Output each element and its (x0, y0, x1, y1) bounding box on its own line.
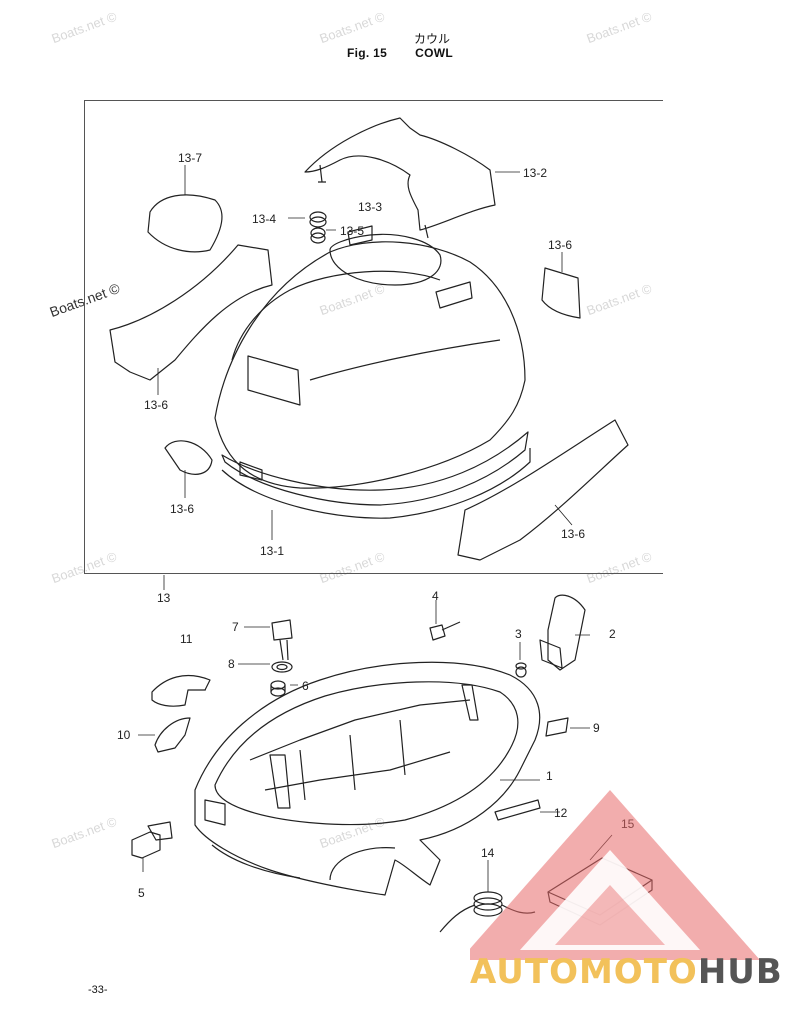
part-2-bracket (547, 594, 586, 671)
part-11-decal (151, 674, 211, 707)
callout-10: 10 (117, 728, 131, 742)
part-13-6-decal-small (164, 440, 213, 475)
part-9-pad (545, 717, 569, 737)
callout-13-7: 13-7 (178, 151, 203, 165)
callout-13-6: 13-6 (144, 398, 169, 412)
callout-14: 14 (481, 846, 495, 860)
part-10-decal (154, 717, 191, 753)
page-number: -33- (88, 984, 108, 996)
part-13-1-top-cowl (214, 241, 526, 489)
callout-4: 4 (432, 589, 439, 603)
part-7-bolt (271, 619, 293, 661)
callout-2: 2 (609, 627, 616, 641)
callout-13-6: 13-6 (548, 238, 573, 252)
logo-text: AUTOMOTOHUB (470, 952, 783, 992)
figure-number: Fig. 15 (347, 46, 388, 60)
callout-9: 9 (593, 721, 600, 735)
japanese-title: カウル (413, 32, 450, 46)
callout-13-3: 13-3 (358, 200, 383, 214)
callout-13-6: 13-6 (170, 502, 195, 516)
callout-6: 6 (302, 679, 309, 693)
part-13-5-grommet (310, 227, 326, 239)
callout-12: 12 (554, 806, 568, 820)
figure-title: COWL (415, 46, 453, 60)
part-5-plug (131, 831, 161, 859)
callout-1: 1 (546, 769, 553, 783)
part-13-6-decal-right-small (541, 267, 581, 319)
part-13-6-decal-right (457, 419, 629, 561)
logo-text-hub: HUB (697, 952, 783, 992)
part-3-bushing (515, 666, 527, 678)
part-13-2-cover (304, 117, 496, 231)
callout-13: 13 (157, 591, 171, 605)
automotohub-logo (470, 790, 760, 960)
callout-8: 8 (228, 657, 235, 671)
part-4-bolt (429, 621, 461, 641)
callout-5: 5 (138, 886, 145, 900)
callout-13-2: 13-2 (523, 166, 548, 180)
callout-11: 11 (180, 632, 193, 646)
figure-caption: Fig. 15 COWL (0, 46, 800, 60)
callout-13-4: 13-4 (252, 212, 277, 226)
logo-text-automoto: AUTOMOTO (470, 952, 698, 992)
assembly-13-frame (84, 100, 663, 574)
part-13-7-decal (147, 194, 223, 253)
callout-3: 3 (515, 627, 522, 641)
callout-7: 7 (232, 620, 239, 634)
callout-13-1: 13-1 (260, 544, 285, 558)
part-13-6-decal-left (109, 244, 273, 381)
part-13-4-grommet (309, 211, 327, 223)
part-12-pad (494, 799, 541, 821)
callout-13-6: 13-6 (561, 527, 586, 541)
callout-13-5: 13-5 (340, 224, 365, 238)
part-8-washer (271, 661, 293, 673)
